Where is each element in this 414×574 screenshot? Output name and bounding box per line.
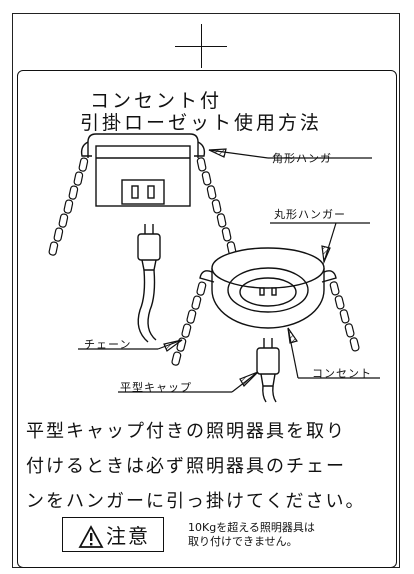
chain-left <box>48 157 89 256</box>
callout-arrow-chain <box>78 339 183 352</box>
title-line-2: 引掛ローゼット使用方法 <box>80 112 323 134</box>
callout-arrow-square-hanger <box>208 148 372 159</box>
round-rosette <box>199 247 337 329</box>
label-square-hanger: 角形ハンガー <box>272 152 344 165</box>
instruction-line-2: 付けるときは必ず照明器具のチェー <box>26 456 346 477</box>
label-flat-cap: 平型キャップ <box>120 381 192 394</box>
caution-label: 注意 <box>106 524 150 548</box>
title-line-1: コンセント付 <box>90 90 223 112</box>
caution-box: 注意 <box>62 517 164 552</box>
chain-right <box>196 157 237 256</box>
callout-arrow-outlet <box>287 327 380 379</box>
callout-arrow-round-hanger <box>270 222 370 265</box>
plug-upper <box>137 224 161 343</box>
callout-arrow-flat-cap <box>118 371 259 393</box>
crosshair-mark-vertical <box>201 24 202 68</box>
caution-note-line-1: 10Kgを超える照明器具は <box>188 521 315 534</box>
warning-triangle-icon <box>78 525 104 548</box>
plug-lower <box>256 338 280 403</box>
instruction-line-3: ンをハンガーに引っ掛けてください。 <box>26 491 366 512</box>
square-rosette <box>80 133 206 207</box>
instruction-panel <box>17 70 397 568</box>
instruction-line-1: 平型キャップ付きの照明器具を取り <box>26 421 346 442</box>
label-round-hanger: 丸形ハンガー <box>274 208 346 221</box>
caution-note: 10Kgを超える照明器具は 取り付けできません。 <box>188 521 315 549</box>
label-chain: チェーン <box>84 338 132 351</box>
round-chain-right <box>329 281 360 352</box>
round-chain-left <box>171 281 207 366</box>
label-outlet: コンセント <box>312 367 372 380</box>
caution-note-line-2: 取り付けできません。 <box>188 535 298 548</box>
